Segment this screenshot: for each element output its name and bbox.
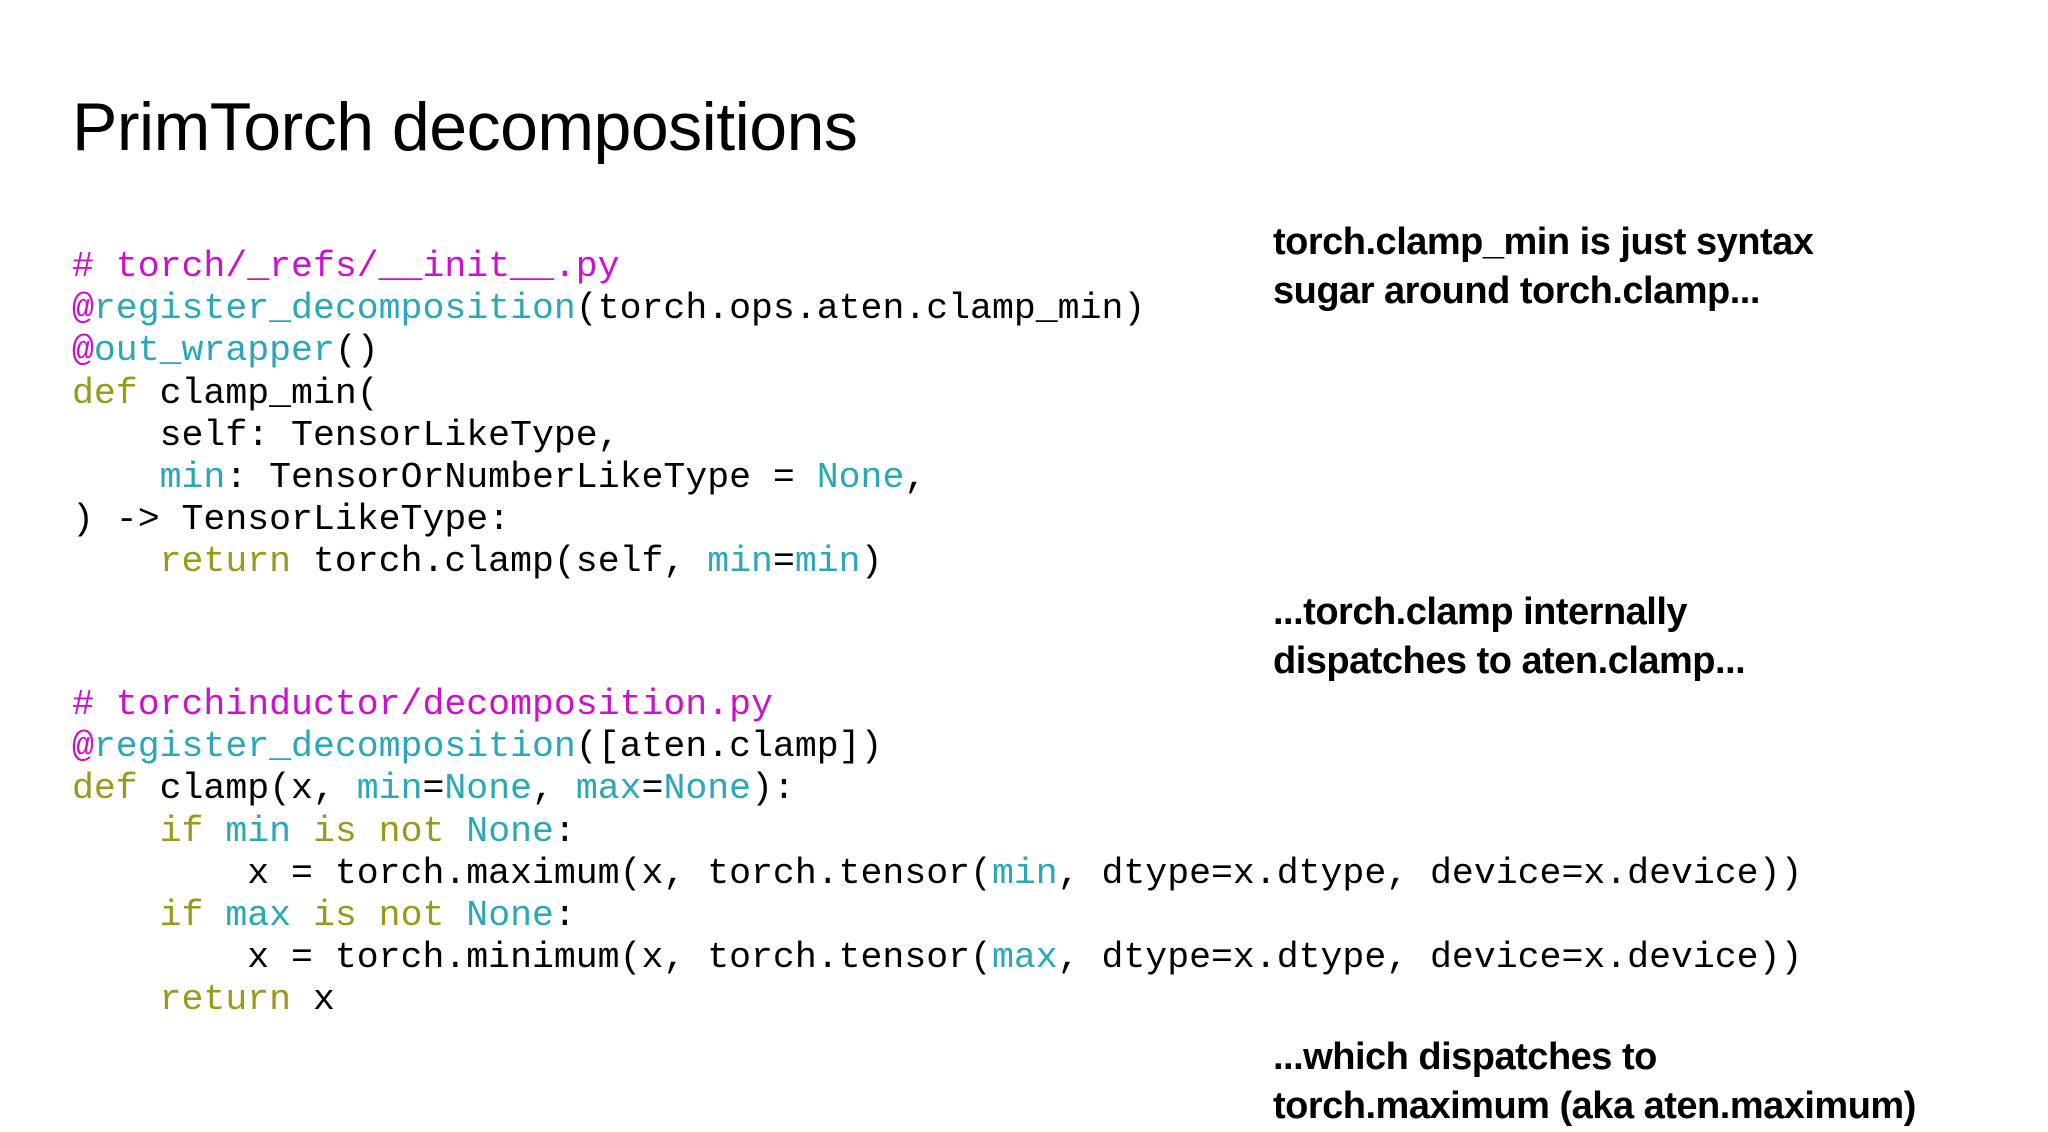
code-token-plain: : TensorOrNumberLikeType = — [225, 456, 817, 498]
code-token-name: None — [444, 768, 533, 810]
annotation-line: sugar around torch.clamp... — [1273, 270, 1760, 312]
annotation-line: torch.maximum (aka aten.maximum) — [1273, 1085, 1916, 1127]
code-token-at: @ — [72, 288, 94, 330]
code-token-plain — [203, 895, 225, 936]
code-token-kw: return — [159, 541, 292, 583]
code-token-plain: = — [772, 541, 795, 583]
code-token-plain: ) -> TensorLikeType: — [72, 499, 511, 541]
code-token-plain — [291, 895, 313, 936]
code-token-plain: torch.clamp(self, — [291, 541, 708, 583]
code-token-kw: return — [159, 979, 292, 1021]
code-token-name: max — [225, 894, 292, 936]
code-token-plain — [203, 811, 225, 852]
code-token-name: None — [466, 810, 554, 852]
code-token-plain: ) — [860, 541, 883, 583]
code-token-plain — [444, 811, 466, 852]
code-token-plain — [72, 457, 160, 498]
code-token-plain: (torch.ops.aten.clamp_min) — [575, 288, 1146, 330]
code-token-plain: () — [334, 330, 379, 372]
code-token-kw: is not — [312, 894, 445, 936]
code-token-comment: # torchinductor/decomposition.py — [72, 684, 773, 725]
code-token-plain: : — [553, 810, 576, 852]
code-token-plain: , dtype=x.dtype, device=x.device)) — [1057, 852, 1803, 894]
annotation-line: torch.clamp_min is just syntax — [1273, 221, 1814, 263]
annotation-line: ...torch.clamp internally — [1273, 591, 1688, 633]
code-token-plain — [444, 895, 466, 936]
code-line: min: TensorOrNumberLikeType = None, — [72, 457, 1145, 499]
code-token-kw: is not — [312, 810, 445, 852]
annotation-line: dispatches to aten.clamp... — [1273, 640, 1746, 682]
code-line: return x — [72, 979, 1802, 1021]
code-token-plain: ([aten.clamp]) — [575, 726, 883, 768]
code-block-inductor-clamp: # torchinductor/decomposition.py@registe… — [72, 684, 1802, 1022]
code-token-plain: , — [532, 768, 576, 810]
code-token-plain — [72, 979, 160, 1020]
code-token-plain: = — [422, 768, 445, 810]
slide-title: PrimTorch decompositions — [72, 89, 858, 165]
code-token-plain — [72, 811, 160, 852]
code-token-kw: if — [159, 810, 204, 852]
code-token-deco: register_decomposition — [93, 726, 576, 768]
code-token-plain: = — [641, 768, 664, 810]
code-line: x = torch.minimum(x, torch.tensor(max, d… — [72, 937, 1802, 979]
code-token-name: min — [991, 852, 1058, 894]
code-line: # torchinductor/decomposition.py — [72, 684, 1802, 726]
code-line: def clamp_min( — [72, 373, 1145, 415]
code-token-kw: if — [159, 894, 204, 936]
code-token-plain: : — [553, 894, 576, 936]
code-line: self: TensorLikeType, — [72, 415, 1145, 457]
code-line: x = torch.maximum(x, torch.tensor(min, d… — [72, 853, 1802, 895]
code-token-plain — [72, 541, 160, 582]
code-line: if min is not None: — [72, 811, 1802, 853]
code-token-plain: , — [904, 456, 927, 498]
code-token-plain: x = torch.maximum(x, torch.tensor( — [72, 852, 992, 894]
code-token-plain — [72, 895, 160, 936]
code-line: if max is not None: — [72, 895, 1802, 937]
code-line: @register_decomposition([aten.clamp]) — [72, 726, 1802, 768]
code-token-plain: clamp(x, — [137, 768, 357, 810]
code-line: @out_wrapper() — [72, 330, 1145, 372]
annotation-maximum-dispatch: ...which dispatches to torch.maximum (ak… — [1273, 1033, 1916, 1131]
code-token-kw: def — [72, 372, 138, 414]
code-token-name: min — [794, 541, 861, 583]
code-token-plain: x = torch.minimum(x, torch.tensor( — [72, 937, 992, 979]
code-token-at: @ — [72, 726, 94, 768]
code-token-at: @ — [72, 330, 94, 372]
code-token-kw: def — [72, 768, 138, 810]
code-token-name: None — [466, 894, 554, 936]
code-token-name: min — [356, 768, 423, 810]
code-token-name: max — [991, 937, 1058, 979]
code-token-name: min — [159, 456, 226, 498]
code-token-deco: register_decomposition — [93, 288, 576, 330]
code-token-plain — [291, 811, 313, 852]
code-token-plain: , dtype=x.dtype, device=x.device)) — [1057, 937, 1803, 979]
code-token-plain: self: TensorLikeType, — [72, 414, 620, 456]
code-token-comment: # torch/_refs/__init__.py — [72, 246, 620, 287]
code-token-name: None — [816, 456, 905, 498]
code-line: @register_decomposition(torch.ops.aten.c… — [72, 288, 1145, 330]
code-line: # torch/_refs/__init__.py — [72, 246, 1145, 288]
code-line: def clamp(x, min=None, max=None): — [72, 768, 1802, 810]
annotation-clamp-min: torch.clamp_min is just syntax sugar aro… — [1273, 218, 1814, 316]
code-line: ) -> TensorLikeType: — [72, 499, 1145, 541]
code-block-refs-clamp-min: # torch/_refs/__init__.py@register_decom… — [72, 246, 1145, 584]
code-token-name: None — [663, 768, 752, 810]
annotation-clamp-dispatch: ...torch.clamp internally dispatches to … — [1273, 588, 1746, 686]
code-token-plain: clamp_min( — [137, 372, 379, 414]
code-token-plain: ): — [751, 768, 795, 810]
code-token-name: min — [225, 810, 292, 852]
code-line: return torch.clamp(self, min=min) — [72, 541, 1145, 583]
code-token-name: min — [707, 541, 773, 583]
code-token-plain: x — [291, 979, 335, 1021]
code-token-name: max — [575, 768, 642, 810]
code-token-deco: out_wrapper — [93, 330, 335, 372]
annotation-line: ...which dispatches to — [1273, 1036, 1657, 1078]
